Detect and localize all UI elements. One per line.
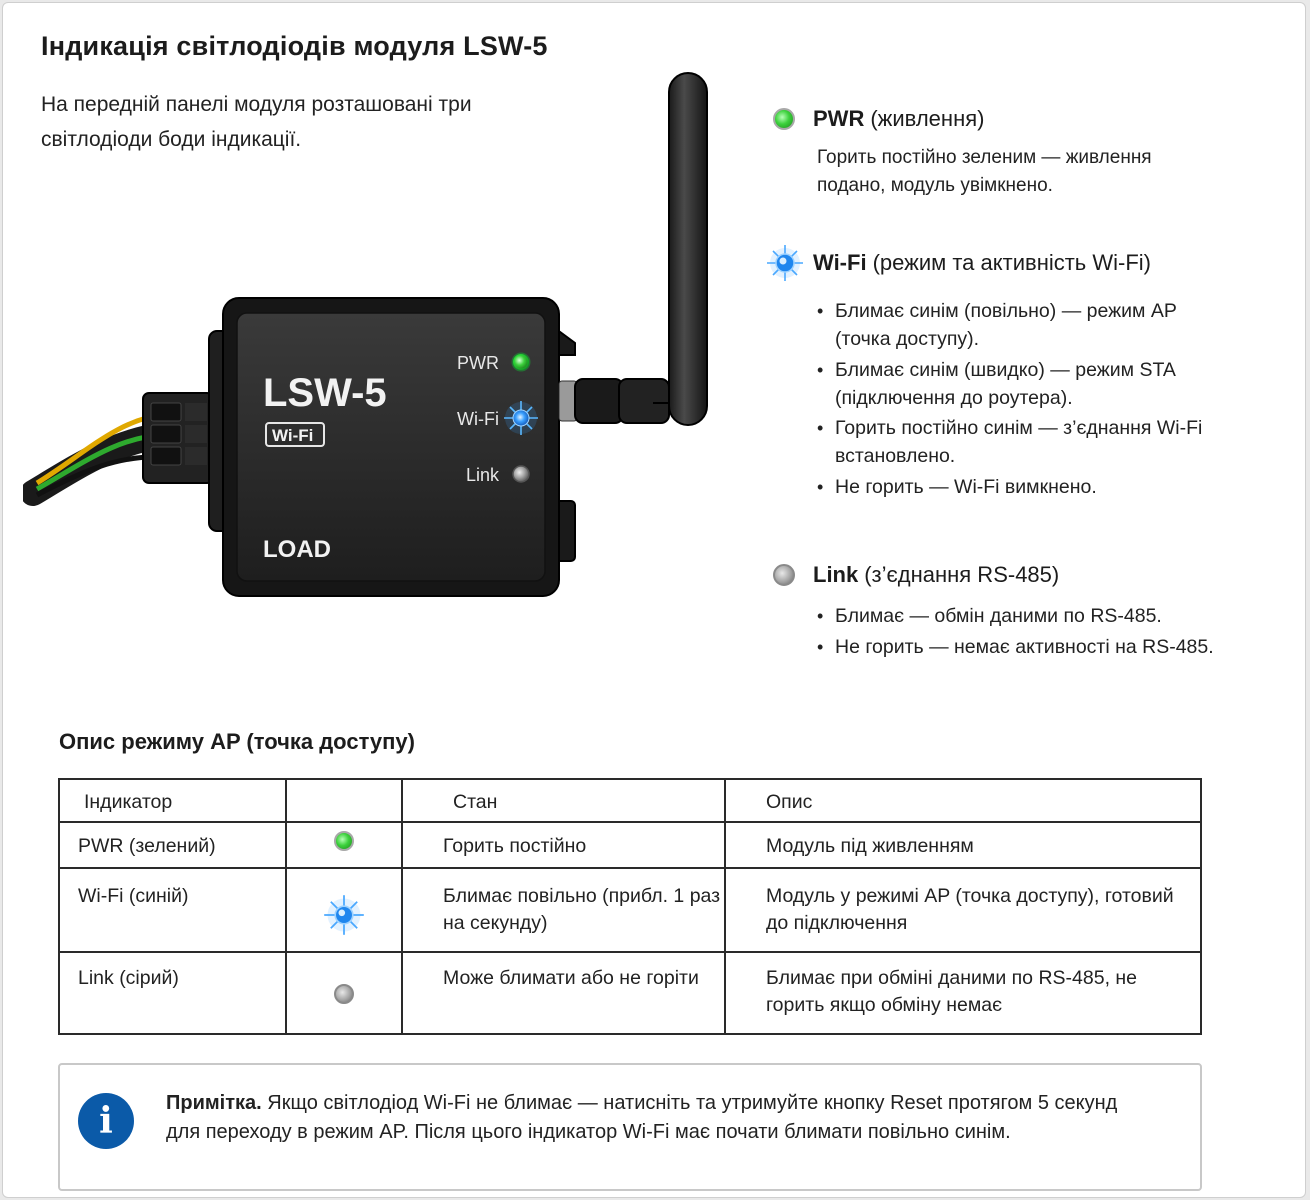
table-header-icon: [285, 778, 403, 823]
legend-pwr-name: PWR: [813, 106, 865, 131]
page-title: Індикація світлодіодів модуля LSW-5: [41, 31, 548, 61]
legend-wifi-item: Горить постійно синім — з’єднання Wi-Fi …: [817, 414, 1227, 470]
device-led-label-link: Link: [466, 465, 500, 485]
note-body: Якщо світлодіод Wi-Fi не блимає — натисн…: [166, 1092, 1118, 1143]
blue-led-icon: [767, 245, 803, 281]
table-header-indicator: Індикатор: [58, 778, 287, 823]
legend-wifi-name: Wi-Fi: [813, 250, 867, 275]
legend-pwr-desc: Горить постійно зеленим — живлення подан…: [817, 147, 1152, 196]
table-header-state: Стан: [401, 778, 726, 823]
table-cell-desc: Модуль у режимі AP (точка доступу), гото…: [724, 867, 1202, 953]
table-cell-desc: Блимає при обміні даними по RS-485, не г…: [724, 951, 1202, 1035]
device-model-label: LSW-5: [263, 371, 387, 415]
legend-wifi-item: Блимає синім (повільно) — режим AP (точк…: [817, 297, 1227, 353]
table-cell-indicator: Link (сірий): [58, 951, 287, 1035]
blue-led-icon: [324, 895, 364, 935]
table-row: Wi-Fi (синій) Блимає повільно (прибл. 1 …: [58, 867, 1202, 953]
legend-link-item: Блимає — обмін даними по RS-485.: [817, 602, 1227, 630]
legend-pwr-sub: (живлення): [870, 106, 985, 131]
device-wifi-badge: Wi-Fi: [272, 426, 313, 445]
device-illustration: LSW-5 Wi-Fi LOAD PWR Wi-Fi Link: [23, 72, 708, 597]
info-icon: i: [78, 1093, 134, 1149]
legend-link-sub: (з’єднання RS-485): [864, 562, 1060, 587]
green-led-icon: [334, 831, 354, 851]
table-cell-state: Може блимати або не горіти: [401, 951, 726, 1035]
device-link-led: [512, 465, 530, 483]
gray-led-icon: [773, 564, 795, 586]
table-row: PWR (зелений) Горить постійно Модуль під…: [58, 821, 1202, 869]
note-text: Примітка. Якщо світлодіод Wi-Fi не блима…: [166, 1089, 1126, 1147]
table-row: Link (сірий) Може блимати або не горіти …: [58, 951, 1202, 1035]
table-cell-indicator: PWR (зелений): [58, 821, 287, 869]
legend-wifi-item: Блимає синім (швидко) — режим STA (підкл…: [817, 356, 1227, 412]
legend-wifi-item: Не горить — Wi-Fi вимкнено.: [817, 473, 1227, 501]
note-box: i Примітка. Якщо світлодіод Wi-Fi не бли…: [58, 1063, 1202, 1191]
table-title: Опис режиму AP (точка доступу): [59, 729, 415, 754]
ap-mode-table: Індикатор Стан Опис PWR (зелений) Горить…: [58, 778, 1202, 1035]
note-label: Примітка.: [166, 1092, 262, 1114]
antenna: [558, 72, 708, 426]
table-cell-state: Горить постійно: [401, 821, 726, 869]
device-wifi-led: [504, 401, 538, 435]
table-cell-indicator: Wi-Fi (синій): [58, 867, 287, 953]
table-cell-desc: Модуль під живленням: [724, 821, 1202, 869]
legend-pwr: PWR (живлення) Горить постійно зеленим —…: [773, 106, 1273, 200]
legend-wifi-sub: (режим та активність Wi-Fi): [872, 250, 1152, 275]
table-cell-state: Блимає повільно (прибл. 1 раз на секунду…: [401, 867, 726, 953]
legend-link-name: Link: [813, 562, 859, 587]
device-pwr-led: [511, 352, 531, 372]
terminal-connector: [142, 392, 214, 484]
intro-text: На передній панелі модуля розташовані тр…: [41, 93, 472, 151]
device-led-label-pwr: PWR: [457, 353, 499, 373]
gray-led-icon: [334, 984, 354, 1004]
legend-wifi: Wi-Fi (режим та активність Wi-Fi) Блимає…: [767, 243, 1273, 503]
green-led-icon: [773, 108, 795, 130]
device-load-label: LOAD: [263, 536, 331, 563]
legend-link-item: Не горить — немає активності на RS-485.: [817, 633, 1227, 661]
table-header-row: Індикатор Стан Опис: [58, 778, 1202, 823]
legend-link: Link (з’єднання RS-485) Блимає — обмін д…: [773, 562, 1273, 663]
device-led-label-wifi: Wi-Fi: [457, 409, 499, 429]
table-header-desc: Опис: [724, 778, 1202, 823]
